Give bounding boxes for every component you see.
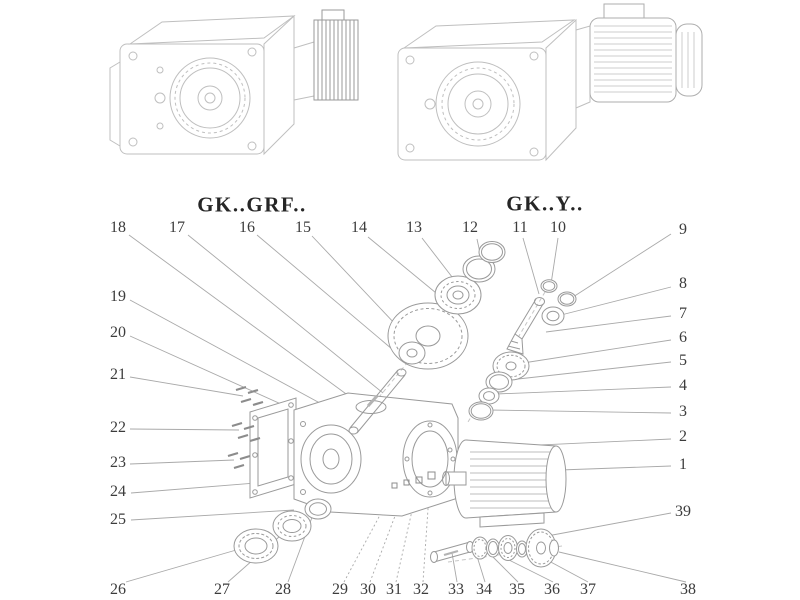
input-pinion-shaft (506, 297, 545, 355)
part-number-12: 12 (462, 219, 478, 236)
assembled-view-gkgrf-drawing (109, 9, 359, 156)
part-number-38: 38 (680, 581, 696, 598)
part-number-16: 16 (239, 219, 255, 236)
part-number-13: 13 (406, 219, 422, 236)
part-number-23: 23 (110, 454, 126, 471)
large-gear (387, 302, 469, 370)
part-number-2: 2 (679, 428, 687, 445)
part-number-17: 17 (169, 219, 185, 236)
intermediate-shaft (348, 368, 407, 435)
part-number-28: 28 (275, 581, 291, 598)
part-number-33: 33 (448, 581, 464, 598)
part-number-26: 26 (110, 581, 126, 598)
part-number-34: 34 (476, 581, 492, 598)
part-number-31: 31 (386, 581, 402, 598)
model-label-gky: GK..Y.. (506, 191, 584, 216)
exploded-parts-drawing (227, 241, 577, 568)
part-number-18: 18 (110, 219, 126, 236)
motor-flange-fasteners (391, 471, 436, 489)
part-number-27: 27 (214, 581, 230, 598)
part-number-24: 24 (110, 483, 126, 500)
part-number-30: 30 (360, 581, 376, 598)
part-number-15: 15 (295, 219, 311, 236)
part-number-21: 21 (110, 366, 126, 383)
part-number-39: 39 (675, 503, 691, 520)
part-number-11: 11 (512, 219, 528, 236)
pinion-bearing-set (540, 279, 577, 326)
gear-housing (293, 392, 459, 517)
retaining-rings (462, 241, 506, 283)
part-number-6: 6 (679, 329, 687, 346)
output-bearing-set (233, 498, 332, 564)
part-number-3: 3 (679, 403, 687, 420)
part-number-4: 4 (679, 377, 687, 394)
bevel-gear-stack (468, 351, 530, 421)
bolt-set (227, 385, 264, 470)
part-number-22: 22 (110, 419, 126, 436)
part-number-29: 29 (332, 581, 348, 598)
part-number-25: 25 (110, 511, 126, 528)
gear-bearing (434, 275, 482, 315)
assembled-view-gky-drawing (397, 3, 703, 162)
output-shaft-assembly (430, 528, 559, 568)
electric-motor (442, 439, 567, 528)
part-number-7: 7 (679, 305, 687, 322)
part-number-37: 37 (580, 581, 596, 598)
part-number-1: 1 (679, 456, 687, 473)
leader-lines (125, 233, 687, 583)
motor-drawing (575, 3, 703, 109)
part-number-32: 32 (413, 581, 429, 598)
model-label-gkgrf: GK..GRF.. (197, 192, 307, 217)
part-number-35: 35 (509, 581, 525, 598)
part-number-19: 19 (110, 288, 126, 305)
part-number-14: 14 (351, 219, 367, 236)
part-number-5: 5 (679, 352, 687, 369)
flange-plate (249, 397, 297, 499)
part-number-20: 20 (110, 324, 126, 341)
part-number-36: 36 (544, 581, 560, 598)
part-number-8: 8 (679, 275, 687, 292)
part-number-9: 9 (679, 221, 687, 238)
part-number-10: 10 (550, 219, 566, 236)
